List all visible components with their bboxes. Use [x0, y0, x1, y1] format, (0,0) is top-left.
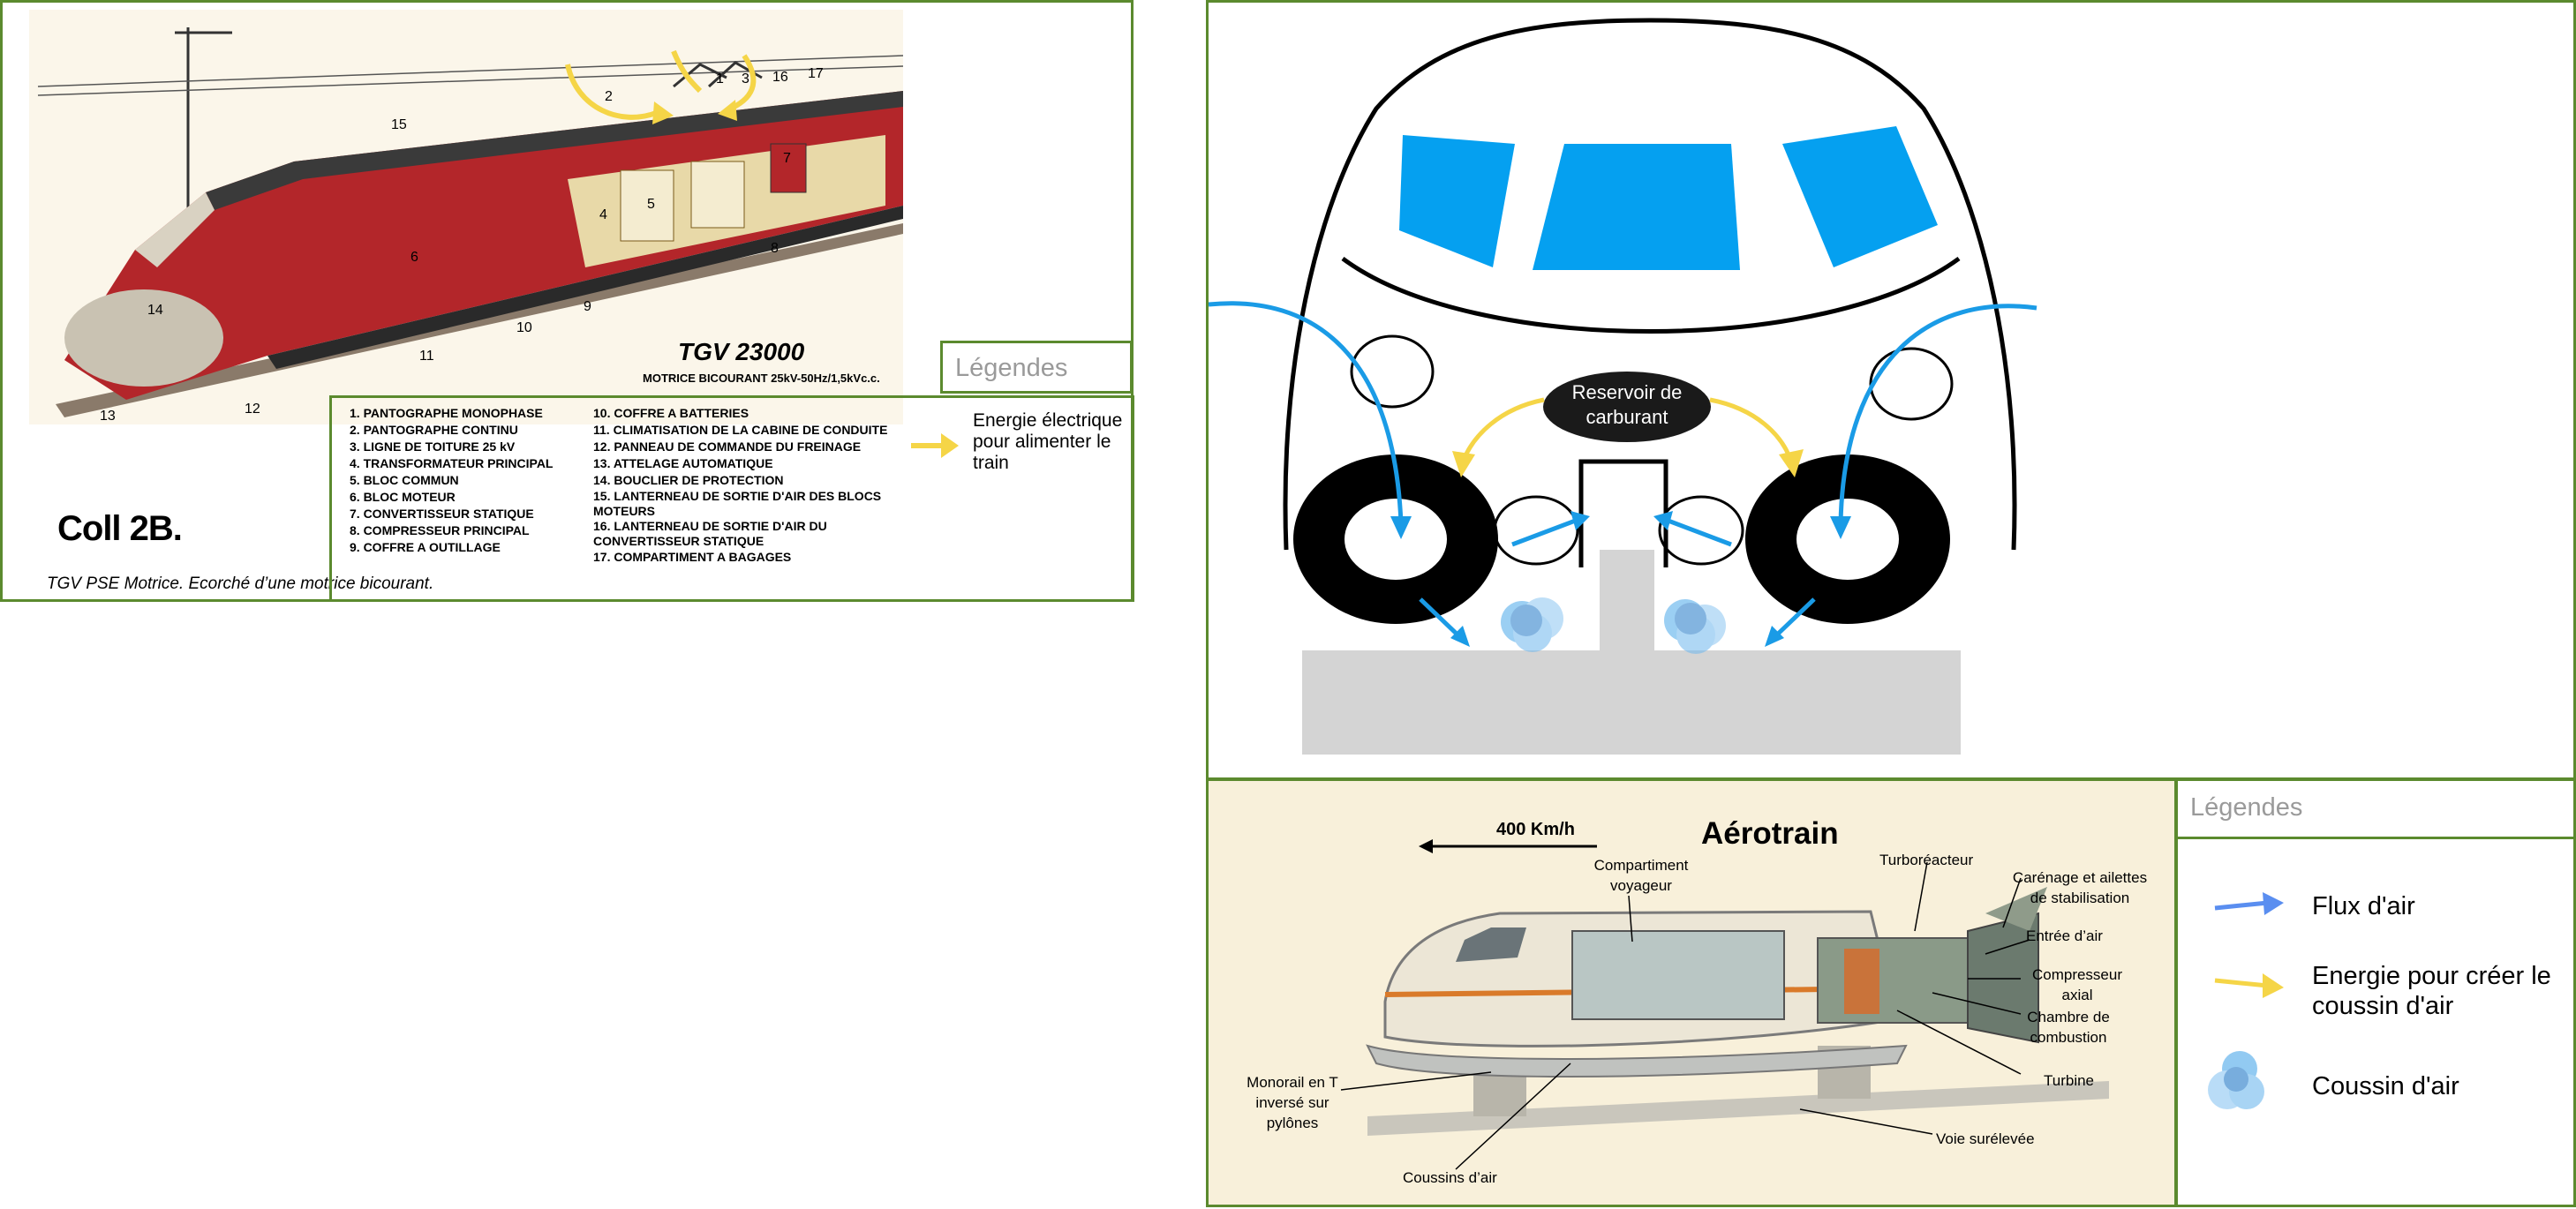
rail-track	[56, 223, 903, 417]
part-item: 2. PANTOGRAPHE CONTINU	[350, 423, 518, 437]
callout-15: 15	[391, 117, 407, 132]
tgv-nose-mechanics	[64, 289, 223, 387]
airflow-arrow	[1665, 517, 1732, 547]
hover-panel: Reservoir de carburant	[1206, 0, 2576, 780]
turbojet-engine	[1817, 937, 1969, 1024]
collection-label: Coll 2B.	[57, 509, 183, 548]
air-cushion-left	[1501, 597, 1563, 652]
label-compressor: Compresseur axial	[2031, 966, 2123, 1003]
tgv-caption: TGV PSE Motrice. Ecorché d’une motrice b…	[47, 574, 434, 593]
energy-arrow	[1460, 397, 1545, 462]
callout-11: 11	[419, 349, 434, 364]
part-item: 9. COFFRE A OUTILLAGE	[350, 540, 501, 554]
part-item: 8. COMPRESSEUR PRINCIPAL	[350, 523, 530, 537]
part-item: 11. CLIMATISATION DE LA CABINE DE CONDUI…	[593, 423, 888, 437]
part-item: 4. TRANSFORMATEUR PRINCIPAL	[350, 456, 554, 470]
callout-10: 10	[516, 320, 532, 335]
tgv-roof	[206, 91, 903, 210]
air-cushion-right	[1664, 599, 1726, 654]
label-monorail: Monorail en T inversé sur pylônes	[1247, 1074, 1338, 1131]
label-intake: Entrée d’air	[2026, 927, 2103, 944]
aerotrain-title: Aérotrain	[1701, 816, 1839, 851]
callout-16: 16	[772, 70, 788, 85]
windshield-line	[1341, 256, 1961, 334]
fuel-tank	[1543, 372, 1711, 442]
callout-1: 1	[716, 71, 724, 86]
legend-title: Légendes	[2190, 793, 2303, 822]
aerotrain-panel: 400 Km/h Aérotrain Compartiment voyageur…	[1206, 778, 2177, 1207]
callout-2: 2	[605, 89, 613, 104]
yellow-arrow-icon	[2214, 973, 2284, 998]
airflow-arrow	[1209, 301, 1404, 524]
label-combustion: Chambre de combustion	[2027, 1009, 2110, 1046]
part-item: 14. BOUCLIER DE PROTECTION	[593, 473, 784, 487]
label-turbojet: Turboréacteur	[1879, 852, 1974, 868]
airflow-arrow	[1511, 517, 1578, 547]
legend-panel: Légendes Flux d'air Energie pour créer l…	[2175, 778, 2576, 1207]
tgv-cutaway-illustration	[29, 10, 904, 424]
fuel-tank-label: Reservoir de carburant	[1571, 381, 1683, 428]
airflow-arrow	[1772, 597, 1816, 640]
part-item: 5. BLOC COMMUN	[350, 473, 459, 487]
tgv-model-subtitle: MOTRICE BICOURANT 25kV-50Hz/1,5kVc.c.	[643, 372, 880, 385]
tgv-legend-energy: Energie électrique pour alimenter le tra…	[973, 410, 1123, 473]
tgv-model-title: TGV 23000	[678, 338, 805, 365]
window-center	[1533, 144, 1740, 270]
tgv-parts-box: 1. PANTOGRAPHE MONOPHASE 2. PANTOGRAPHE …	[329, 395, 1134, 602]
part-item: 6. BLOC MOTEUR	[350, 490, 456, 504]
part-item: 13. ATTELAGE AUTOMATIQUE	[593, 456, 773, 470]
air-cushion-skirt	[1366, 1044, 1908, 1078]
yellow-arrow-icon	[911, 433, 959, 458]
callout-7: 7	[783, 151, 791, 166]
callout-5: 5	[647, 197, 655, 212]
callout-13: 13	[100, 409, 116, 424]
label-cushions: Coussins d’air	[1403, 1169, 1497, 1186]
tgv-legend-title-box: Légendes	[940, 341, 1133, 394]
legend-airflow: Flux d'air	[2312, 892, 2415, 920]
part-item: 16. LANTERNEAU DE SORTIE D'AIR DU CONVER…	[593, 519, 827, 548]
airflow-arrow	[1838, 304, 2037, 524]
legend-energy: Energie pour créer le coussin d'air	[2312, 962, 2551, 1020]
blue-arrow-icon	[2214, 892, 2284, 915]
label-turbine: Turbine	[2044, 1072, 2095, 1089]
part-item: 7. CONVERTISSEUR STATIQUE	[350, 507, 534, 521]
part-item: 12. PANNEAU DE COMMANDE DU FREINAGE	[593, 439, 862, 454]
callout-9: 9	[584, 299, 591, 314]
window-right	[1782, 126, 1938, 267]
callout-17: 17	[808, 66, 824, 81]
speed-label: 400 Km/h	[1496, 820, 1575, 839]
aerotrain-illustration	[1340, 839, 2109, 1170]
part-item: 17. COMPARTIMENT A BAGAGES	[593, 550, 792, 564]
tgv-panel: 1 2 3 4 5 6 7 8 9 10 11 12 13 14 15 16 1…	[0, 0, 1134, 602]
part-item: 1. PANTOGRAPHE MONOPHASE	[350, 406, 543, 420]
window-left	[1399, 135, 1515, 267]
label-fairing: Carénage et ailettes de stabilisation	[2012, 869, 2148, 906]
parts-list-left: 1. PANTOGRAPHE MONOPHASE 2. PANTOGRAPHE …	[350, 405, 614, 556]
legend-cushion: Coussin d'air	[2312, 1072, 2459, 1100]
callout-3: 3	[742, 71, 749, 86]
parts-list-right: 10. COFFRE A BATTERIES 11. CLIMATISATION…	[593, 405, 893, 566]
overhead-wire	[37, 55, 904, 87]
passenger-compartment	[1571, 930, 1785, 1020]
part-item: 10. COFFRE A BATTERIES	[593, 406, 749, 420]
air-cushion-icon	[2208, 1051, 2264, 1109]
legend-header: Légendes	[2178, 781, 2573, 839]
callout-12: 12	[245, 402, 260, 417]
energy-arrow	[565, 64, 658, 120]
part-item: 15. LANTERNEAU DE SORTIE D'AIR DES BLOCS…	[593, 489, 882, 518]
callout-8: 8	[771, 241, 779, 256]
hover-vehicle-diagram	[1209, 18, 2037, 755]
label-compartment: Compartiment voyageur	[1593, 857, 1689, 894]
tgv-legend-title: Légendes	[955, 354, 1068, 382]
label-track: Voie surélevée	[1936, 1130, 2035, 1147]
airflow-arrow	[1419, 597, 1463, 640]
callout-14: 14	[147, 303, 163, 318]
part-item: 3. LIGNE DE TOITURE 25 kV	[350, 439, 516, 454]
elevated-track	[1367, 1081, 2109, 1136]
callout-4: 4	[599, 207, 607, 222]
callout-6: 6	[411, 250, 418, 265]
ground-slab	[1302, 650, 1961, 755]
